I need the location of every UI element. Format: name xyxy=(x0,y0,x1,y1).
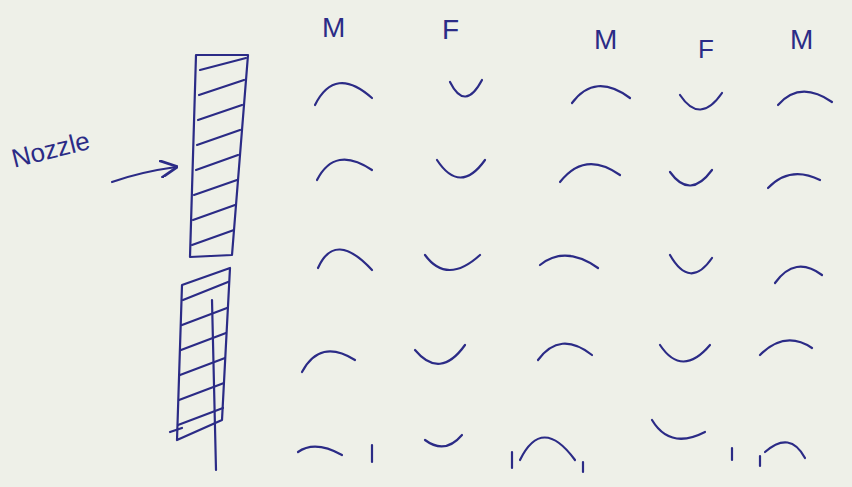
column-label: F xyxy=(698,36,714,62)
nozzle-bar xyxy=(170,268,230,470)
tick-marks xyxy=(372,445,760,472)
column-label: M xyxy=(322,14,345,42)
column-label: M xyxy=(790,26,813,54)
column-label: F xyxy=(442,16,459,44)
particle-arcs xyxy=(298,80,832,460)
column-label: M xyxy=(594,26,617,54)
nozzle-bar xyxy=(190,55,248,257)
part-label: Nozzle xyxy=(9,127,92,171)
leader-arrow xyxy=(112,167,176,182)
